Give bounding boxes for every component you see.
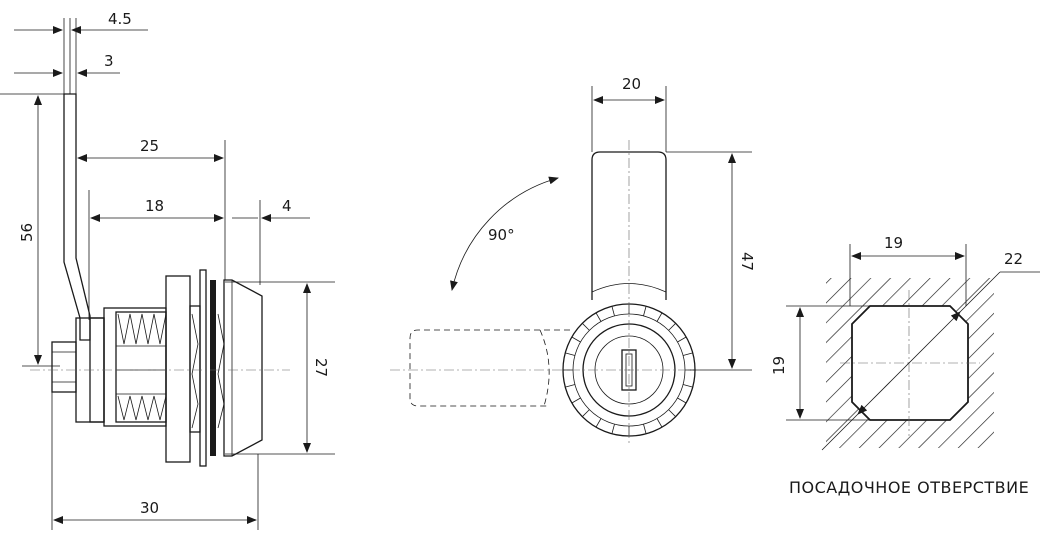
dimension-label: 25 — [140, 137, 159, 155]
knurl-tick — [582, 409, 590, 417]
dimension-19-vertical: 19 — [770, 305, 870, 421]
knurl-tick — [682, 384, 693, 388]
dimension-label: 4.5 — [108, 10, 132, 28]
knurl-tick — [571, 336, 581, 343]
knurl-tick — [677, 336, 687, 343]
dimension-label: 30 — [140, 499, 159, 517]
dimension-30: 30 — [53, 499, 257, 524]
knurl-tick — [611, 306, 615, 317]
dimension-label: 27 — [312, 358, 330, 377]
dimension-56: 56 — [18, 95, 42, 365]
front-view: 90° 20 47 — [390, 75, 756, 445]
angle-label: 90° — [488, 226, 515, 244]
dimension-22-diagonal: 22 — [821, 250, 1040, 451]
knurl-tick — [656, 312, 663, 322]
side-view: 4.5 3 25 18 4 56 27 30 — [0, 10, 335, 530]
dimension-19-horizontal: 19 — [849, 234, 967, 306]
dimension-label: 19 — [884, 234, 903, 252]
knurl-tick — [668, 323, 676, 331]
dimension-label: 56 — [18, 223, 36, 242]
knurl-tick — [565, 384, 576, 388]
dimension-25: 25 — [77, 137, 224, 162]
dimension-label: 4 — [282, 197, 292, 215]
knurl-tick — [571, 397, 581, 404]
knurl-tick — [595, 312, 602, 322]
mounting-hole-caption: ПОСАДОЧНОЕ ОТВЕРСТВИЕ — [789, 478, 1029, 497]
cylinder-head — [223, 279, 263, 457]
dimension-27: 27 — [303, 283, 330, 453]
lever-upright — [591, 151, 667, 300]
knurl-tick — [668, 409, 676, 417]
knurl-tick — [643, 306, 647, 317]
dimension-label: 47 — [738, 252, 756, 271]
knurl-tick — [582, 323, 590, 331]
mounting-hole-view: 19 19 22 ПОСАДОЧНОЕ ОТВЕРСТВИЕ — [770, 234, 1040, 497]
knurl-tick — [656, 418, 663, 428]
lever-rotated-position — [409, 329, 570, 407]
threaded-body — [103, 307, 167, 427]
knurl-tick — [677, 397, 687, 404]
hex-nut — [51, 317, 105, 423]
dimension-18: 18 — [90, 197, 224, 222]
knurl-tick — [643, 423, 647, 434]
dimension-label: 22 — [1004, 250, 1023, 268]
dimension-label: 18 — [145, 197, 164, 215]
flange — [165, 269, 225, 467]
knurl-tick — [595, 418, 602, 428]
dimension-4-5: 4.5 — [14, 10, 148, 34]
knurl-tick — [565, 352, 576, 356]
dimension-label: 20 — [622, 75, 641, 93]
rotation-angle: 90° — [450, 176, 559, 291]
dimension-20: 20 — [591, 75, 667, 152]
dimension-label: 3 — [104, 52, 114, 70]
dimension-3: 3 — [14, 52, 120, 77]
knurl-tick — [611, 423, 615, 434]
dimension-4: 4 — [232, 197, 310, 222]
dimension-47: 47 — [666, 151, 756, 371]
dimension-label: 19 — [770, 356, 788, 375]
lever-arm — [63, 93, 91, 341]
knurl-tick — [682, 352, 693, 356]
